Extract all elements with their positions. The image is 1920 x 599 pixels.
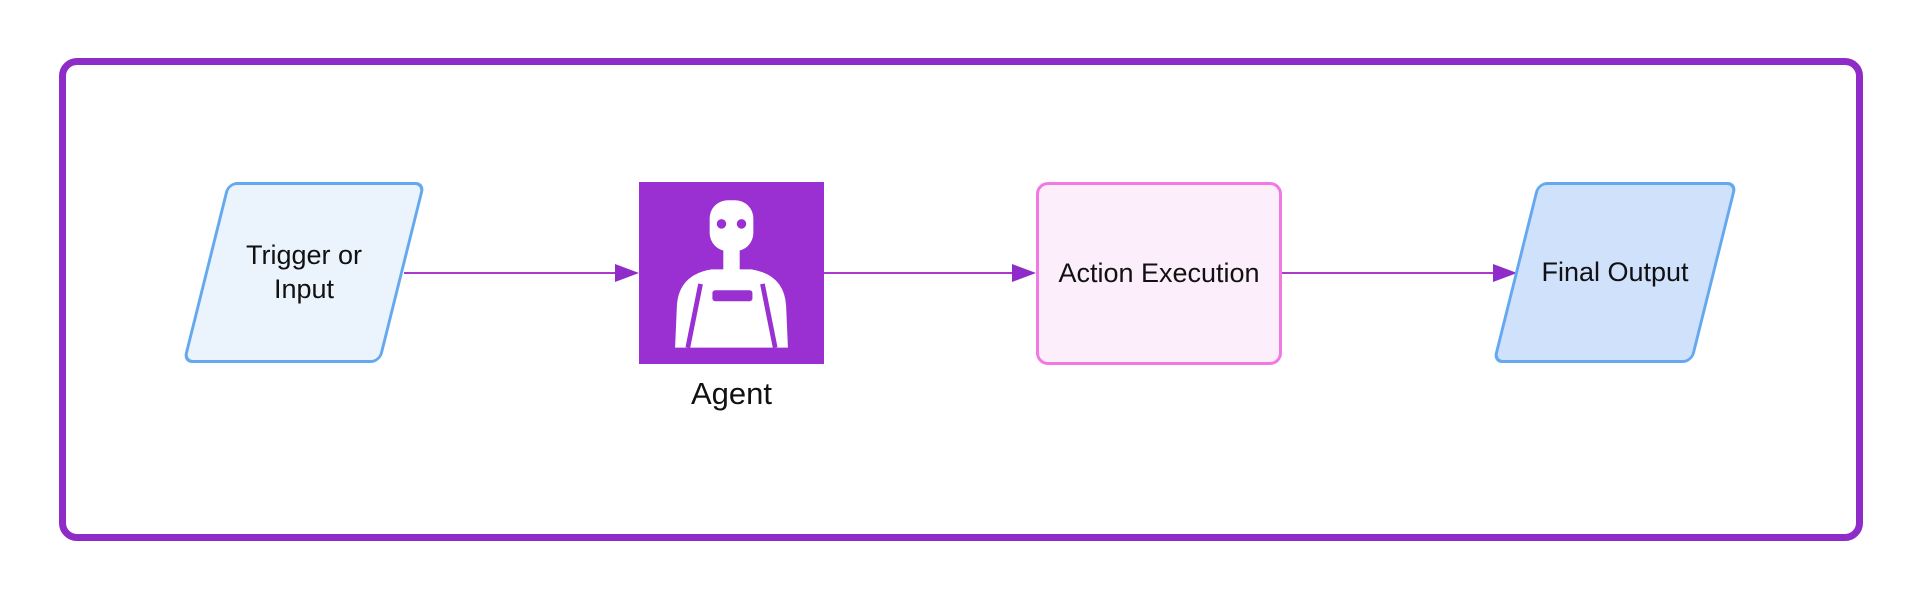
- node-final-output: Final Output: [1492, 182, 1738, 363]
- edge-trigger-to-agent: [404, 272, 617, 274]
- node-trigger-input: Trigger or Input: [182, 182, 426, 363]
- robot-icon: [675, 200, 788, 349]
- arrowhead-icon: [1012, 264, 1036, 282]
- node-label-action-execution: Action Execution: [1058, 257, 1260, 288]
- node-label-final-output: Final Output: [1541, 256, 1689, 287]
- diagram-frame: [59, 58, 1863, 541]
- node-action-execution: Action Execution: [1036, 182, 1282, 365]
- edge-agent-to-action: [824, 272, 1014, 274]
- node-agent: [639, 182, 824, 364]
- node-label-agent: Agent: [690, 376, 772, 411]
- arrowhead-icon: [615, 264, 639, 282]
- edge-action-to-output: [1282, 272, 1494, 274]
- node-label-trigger-input: Trigger or Input: [245, 239, 363, 304]
- arrowhead-icon: [1493, 264, 1517, 282]
